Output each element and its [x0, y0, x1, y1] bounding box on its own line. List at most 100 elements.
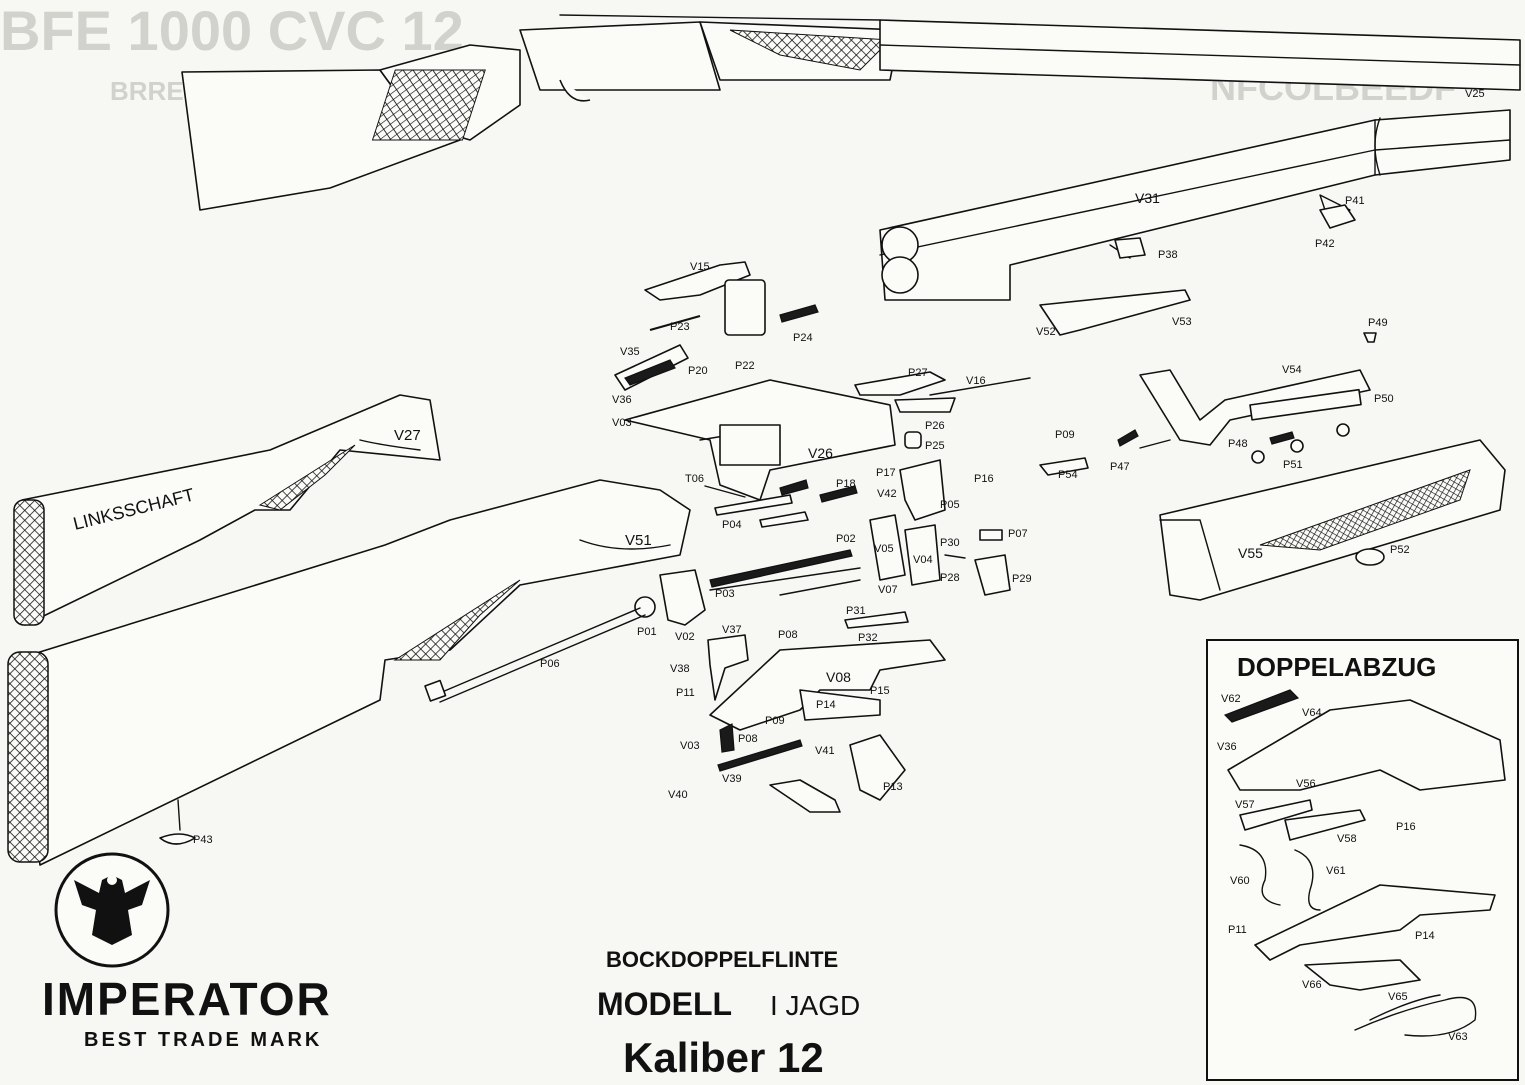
label-v41: V41	[815, 745, 835, 757]
doppelabzug-inset	[1206, 639, 1519, 1081]
label-v31: V31	[1135, 190, 1160, 206]
fore-end-wood	[1159, 439, 1506, 601]
label-v27: V27	[394, 427, 421, 444]
label-p16: P16	[974, 473, 994, 485]
label-p26: P26	[925, 420, 945, 432]
label-p17: P17	[876, 467, 896, 479]
label-v65: V65	[1388, 991, 1408, 1003]
label-p43: P43	[193, 834, 213, 846]
label-p24: P24	[793, 332, 813, 344]
label-v26: V26	[808, 445, 833, 461]
label-v35: V35	[620, 346, 640, 358]
assembled-shotgun	[181, 14, 1521, 211]
barrels-assembly	[879, 109, 1511, 301]
label-p18: P18	[836, 478, 856, 490]
fore-end-small-parts	[1039, 204, 1377, 476]
label-p02: P02	[836, 533, 856, 545]
label-p09-a: P09	[1055, 429, 1075, 441]
main-stock	[7, 479, 691, 866]
label-v36-b: V36	[1217, 741, 1237, 753]
label-p52: P52	[1390, 544, 1410, 556]
fore-end-iron	[1139, 369, 1371, 446]
part-labels: V25 P41 P42 P38 V52 V53 P49 V54 P50 P48 …	[193, 88, 1485, 1043]
label-v39: V39	[722, 773, 742, 785]
label-p01: P01	[637, 626, 657, 638]
receiver-and-action	[614, 261, 1031, 501]
label-p13: P13	[883, 781, 903, 793]
label-v08: V08	[826, 669, 851, 685]
label-p30: P30	[940, 537, 960, 549]
trigger-plate	[707, 611, 946, 813]
label-v51: V51	[625, 532, 652, 549]
label-p11-b: P11	[1228, 924, 1247, 936]
brand-tagline: BEST TRADE MARK	[84, 1029, 322, 1051]
label-v02: V02	[675, 631, 695, 643]
label-p50: P50	[1374, 393, 1394, 405]
title-caliber: Kaliber 12	[623, 1034, 824, 1081]
label-v36: V36	[612, 394, 632, 406]
left-stock	[13, 394, 441, 626]
label-v04: V04	[913, 554, 933, 566]
label-v61: V61	[1326, 865, 1346, 877]
title-block: BOCKDOPPELFLINTE MODELL I JAGD Kaliber 1…	[597, 947, 860, 1081]
hammers	[869, 459, 1011, 596]
label-p32: P32	[858, 632, 878, 644]
label-v07: V07	[878, 584, 898, 596]
label-p06: P06	[540, 658, 560, 670]
label-v63: V63	[1448, 1031, 1468, 1043]
label-p38: P38	[1158, 249, 1178, 261]
label-p07: P07	[1008, 528, 1028, 540]
label-v54: V54	[1282, 364, 1302, 376]
label-v66: V66	[1302, 979, 1322, 991]
label-v37: V37	[722, 624, 742, 636]
title-line1: BOCKDOPPELFLINTE	[606, 947, 838, 972]
label-p05: P05	[940, 499, 960, 511]
label-p48: P48	[1228, 438, 1248, 450]
title-modell: MODELL	[597, 986, 732, 1022]
label-p27: P27	[908, 367, 928, 379]
label-v62: V62	[1221, 693, 1241, 705]
label-v15: V15	[690, 261, 710, 273]
label-v57: V57	[1235, 799, 1255, 811]
label-v58: V58	[1337, 833, 1357, 845]
rib-part	[1039, 289, 1191, 336]
title-jagd: I JAGD	[770, 990, 860, 1021]
sling-swivel-p43	[159, 799, 196, 845]
label-v03-a: V03	[612, 417, 632, 429]
inset-title: DOPPELABZUG	[1237, 652, 1436, 682]
label-p29: P29	[1012, 573, 1032, 585]
label-p11: P11	[676, 687, 695, 699]
label-v40: V40	[668, 789, 688, 801]
label-v53: V53	[1172, 316, 1192, 328]
label-p41: P41	[1345, 195, 1365, 207]
label-v64: V64	[1302, 707, 1322, 719]
label-p03: P03	[715, 588, 735, 600]
brand-name: IMPERATOR	[42, 973, 332, 1025]
label-v16: V16	[966, 375, 986, 387]
brand-block: IMPERATOR BEST TRADE MARK	[42, 973, 332, 1051]
springs-and-pins	[424, 479, 861, 703]
label-v38: V38	[670, 663, 690, 675]
label-p04: P04	[722, 519, 742, 531]
label-p14-b: P14	[1415, 930, 1435, 942]
label-v55: V55	[1238, 545, 1263, 561]
label-p22: P22	[735, 360, 755, 372]
label-p51: P51	[1283, 459, 1303, 471]
label-v56: V56	[1296, 778, 1316, 790]
label-v03-b: V03	[680, 740, 700, 752]
label-p49: P49	[1368, 317, 1388, 329]
eagle-emblem	[54, 852, 170, 968]
label-v42: V42	[877, 488, 897, 500]
label-p16-b: P16	[1396, 821, 1416, 833]
label-v52: V52	[1036, 326, 1056, 338]
label-p54: P54	[1058, 469, 1078, 481]
label-p28: P28	[940, 572, 960, 584]
label-p14: P14	[816, 699, 836, 711]
label-p23: P23	[670, 321, 690, 333]
svg-text:BFE 1000 CVC 12: BFE 1000 CVC 12	[0, 0, 464, 62]
label-v05: V05	[874, 543, 894, 555]
label-p47: P47	[1110, 461, 1130, 473]
label-p42: P42	[1315, 238, 1335, 250]
label-p15: P15	[870, 685, 890, 697]
